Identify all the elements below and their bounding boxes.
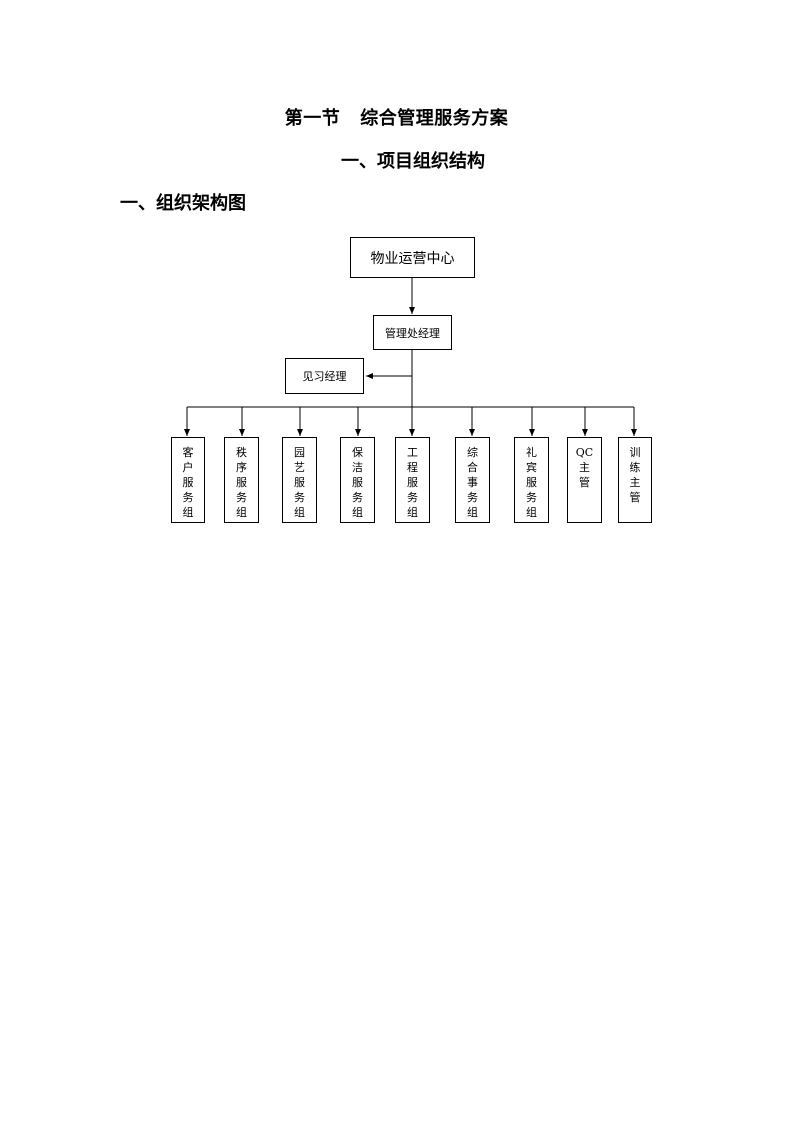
group-node-char: 洁 <box>352 461 363 474</box>
assistant-node-label: 见习经理 <box>302 370 347 383</box>
group-node-char: 序 <box>236 461 247 474</box>
group-node-box: 综合事务组 <box>455 437 490 523</box>
section-title: 第一节综合管理服务方案 <box>0 104 793 130</box>
group-node-char: 组 <box>352 506 363 519</box>
group-node-char: 服 <box>182 476 194 489</box>
group-node-char: 合 <box>467 461 478 474</box>
group-node-char: 宾 <box>526 461 537 474</box>
group-node-char: 务 <box>236 491 247 504</box>
group-node-char: 主 <box>629 476 641 489</box>
root-node-box: 物业运营中心 <box>350 237 475 278</box>
group-node-char: 保 <box>352 446 363 459</box>
group-node-box: 礼宾服务组 <box>514 437 549 523</box>
group-node-char: 组 <box>526 506 537 519</box>
group-node-char: 务 <box>294 491 305 504</box>
group-node-char: 艺 <box>294 461 305 474</box>
manager-node-box: 管理处经理 <box>373 315 452 350</box>
group-node-char: 务 <box>467 491 478 504</box>
group-node-char: 务 <box>526 491 537 504</box>
section-number: 第一节 <box>284 108 341 129</box>
group-node-box: 工程服务组 <box>395 437 430 523</box>
group-node-char: 管 <box>579 476 590 489</box>
group-node-char: 综 <box>467 446 478 459</box>
group-node-box: 园艺服务组 <box>282 437 317 523</box>
group-node-char: 组 <box>467 506 478 519</box>
group-node-char: 事 <box>467 476 478 489</box>
group-node-char: 服 <box>352 476 363 489</box>
group-node-char: 务 <box>352 491 363 504</box>
subsection-title: 一、组织架构图 <box>120 193 246 214</box>
group-node-char: 服 <box>236 476 247 489</box>
section-name: 综合管理服务方案 <box>360 108 509 129</box>
group-node-char: 训 <box>629 446 641 459</box>
group-node-char: 组 <box>407 506 418 519</box>
group-node-char: 服 <box>407 476 418 489</box>
group-node-box: 客户服务组 <box>171 437 205 523</box>
group-node-char: 礼 <box>526 446 537 459</box>
assistant-node-box: 见习经理 <box>285 358 364 394</box>
group-node-box: QC 主管 <box>567 437 602 523</box>
group-node-box: 训练主管 <box>618 437 652 523</box>
group-node-char: 服 <box>294 476 305 489</box>
group-node-char: QC <box>575 446 594 459</box>
group-node-char: 务 <box>182 491 194 504</box>
root-node-label: 物业运营中心 <box>370 250 455 267</box>
group-node-char: 程 <box>407 461 418 474</box>
chapter-title: 一、项目组织结构 <box>341 151 485 172</box>
group-node-char: 组 <box>294 506 305 519</box>
manager-node-label: 管理处经理 <box>385 326 440 340</box>
group-node-char: 秩 <box>236 446 247 459</box>
group-node-box: 保洁服务组 <box>340 437 375 523</box>
group-node-char: 组 <box>236 506 247 519</box>
group-node-char: 园 <box>294 446 305 459</box>
group-node-char: 管 <box>629 491 641 504</box>
group-node-char: 练 <box>629 461 641 474</box>
group-node-box: 秩序服务组 <box>224 437 259 523</box>
group-node-char: 主 <box>579 461 590 474</box>
group-node-char: 客 <box>182 446 194 459</box>
group-node-char: 组 <box>182 506 194 519</box>
group-node-char: 工 <box>407 446 418 459</box>
group-node-char: 户 <box>182 461 194 474</box>
group-node-char: 服 <box>526 476 537 489</box>
group-node-char: 务 <box>407 491 418 504</box>
